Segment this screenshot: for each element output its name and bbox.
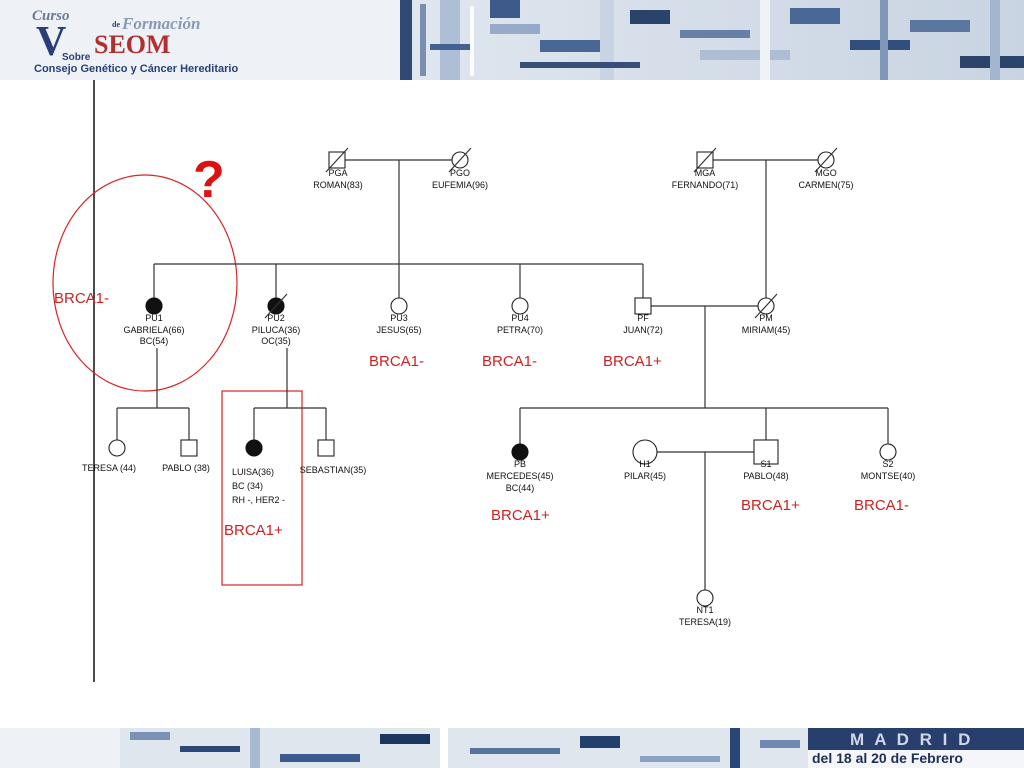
- footer-city: M A D R I D: [850, 730, 974, 749]
- footer-dates: del 18 al 20 de Febrero: [812, 750, 963, 766]
- logo-subtitle: Consejo Genético y Cáncer Hereditario: [34, 63, 239, 75]
- pga-symbol: [325, 147, 349, 173]
- mga-symbol: [693, 147, 717, 173]
- pgo-code: PGO: [450, 168, 470, 178]
- pilar-code: H1: [639, 459, 651, 469]
- montse-symbol: [879, 443, 897, 461]
- pu3-result: BRCA1-: [369, 353, 424, 370]
- pu2-info: OC(35): [261, 336, 291, 346]
- montse-name: MONTSE(40): [861, 471, 916, 481]
- pablo48-result: BRCA1+: [741, 497, 800, 514]
- pf-result: BRCA1+: [603, 353, 662, 370]
- pablo48-name: PABLO(48): [743, 471, 788, 481]
- pu2-symbol: [264, 293, 288, 319]
- teresa19-symbol: [696, 589, 714, 607]
- luisa-info1: BC (34): [232, 481, 263, 491]
- logo-formacion: Formación: [122, 14, 201, 33]
- montse-result: BRCA1-: [854, 497, 909, 514]
- mga-code: MGA: [695, 168, 716, 178]
- pu1-code: PU1: [145, 313, 163, 323]
- pga-name: ROMAN(83): [313, 180, 363, 190]
- logo-curso: Curso: [32, 8, 70, 24]
- mercedes-info: BC(44): [506, 483, 535, 493]
- pu1-info: BC(54): [140, 336, 169, 346]
- pu3-symbol: [390, 297, 408, 315]
- mgo-name: CARMEN(75): [798, 180, 853, 190]
- pm-code: PM: [759, 313, 773, 323]
- luisa-result: BRCA1+: [224, 522, 283, 539]
- teresa44-name: TERESA (44): [82, 463, 136, 473]
- pf-code: PF: [637, 313, 649, 323]
- pu4-result: BRCA1-: [482, 353, 537, 370]
- pgo-name: EUFEMIA(96): [432, 180, 488, 190]
- mercedes-symbol: [511, 443, 529, 461]
- logo-sobre: Sobre: [62, 52, 91, 63]
- mercedes-code: PB: [514, 459, 526, 469]
- pu1-symbol: [145, 297, 163, 315]
- teresa44-symbol: [108, 439, 126, 457]
- luisa-symbol: [245, 439, 263, 457]
- pga-code: PGA: [328, 168, 347, 178]
- highlight-box: [221, 390, 303, 586]
- footer-stripes: [0, 728, 1024, 768]
- montse-code: S2: [882, 459, 893, 469]
- pu2-code: PU2: [267, 313, 285, 323]
- pablo38-symbol: [180, 439, 198, 457]
- mgo-symbol: [814, 147, 838, 173]
- mercedes-result: BRCA1+: [491, 507, 550, 524]
- pilar-name: PILAR(45): [624, 471, 666, 481]
- pu4-name: PETRA(70): [497, 325, 543, 335]
- pgo-symbol: [448, 147, 472, 173]
- pu4-code: PU4: [511, 313, 529, 323]
- pm-symbol: [754, 293, 778, 319]
- logo-v: V: [36, 19, 67, 65]
- mga-name: FERNANDO(71): [672, 180, 739, 190]
- pf-symbol: [634, 297, 652, 315]
- teresa19-code: NT1: [696, 605, 713, 615]
- pu2-name: PILUCA(36): [252, 325, 301, 335]
- header-stripes: [0, 0, 1024, 80]
- header-banner: Curso de Formación V SEOM Sobre Consejo …: [0, 0, 1024, 80]
- pablo38-name: PABLO (38): [162, 463, 210, 473]
- pm-name: MIRIAM(45): [742, 325, 791, 335]
- pablo48-code: S1: [760, 459, 771, 469]
- luisa-info2: RH -, HER2 -: [232, 495, 285, 505]
- sebastian-name: SEBASTIAN(35): [300, 465, 367, 475]
- pablo48-symbol: [753, 439, 779, 465]
- pu1-result: BRCA1-: [54, 290, 109, 307]
- sebastian-symbol: [317, 439, 335, 457]
- pf-name: JUAN(72): [623, 325, 663, 335]
- pilar-symbol: [632, 439, 658, 465]
- footer-banner: M A D R I D del 18 al 20 de Febrero: [0, 728, 1024, 768]
- question-mark: ?: [193, 151, 225, 209]
- pu3-code: PU3: [390, 313, 408, 323]
- highlight-ellipse: [52, 174, 238, 392]
- logo-seom: SEOM: [94, 30, 171, 59]
- logo-de: de: [112, 20, 120, 29]
- mercedes-name: MERCEDES(45): [486, 471, 553, 481]
- mgo-code: MGO: [815, 168, 837, 178]
- teresa19-name: TERESA(19): [679, 617, 731, 627]
- pu4-symbol: [511, 297, 529, 315]
- luisa-name: LUISA(36): [232, 467, 274, 477]
- pu3-name: JESUS(65): [376, 325, 421, 335]
- pu1-name: GABRIELA(66): [123, 325, 184, 335]
